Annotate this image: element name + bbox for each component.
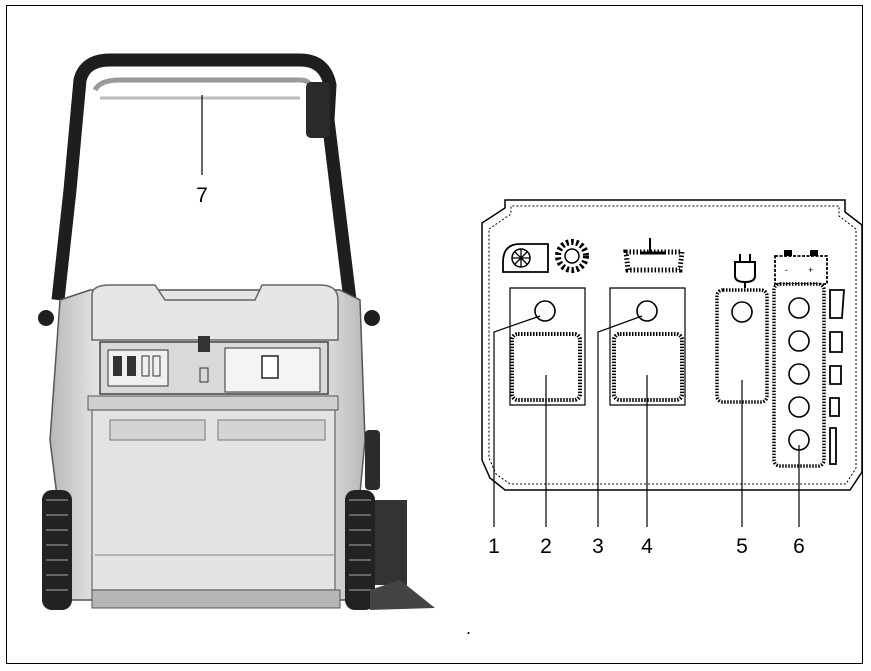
callout-3: 3	[592, 535, 604, 558]
sweeper-machine	[38, 53, 435, 610]
side-brush-button-group	[609, 287, 686, 406]
battery-led-1	[788, 297, 810, 319]
callout-2: 2	[540, 535, 552, 558]
svg-text:+: +	[808, 265, 813, 275]
callout-6: 6	[793, 535, 805, 558]
indicator-light-3	[636, 300, 658, 322]
side-skirt	[365, 430, 435, 610]
footnote-dot: .	[466, 618, 471, 638]
leader-lines	[201, 95, 800, 527]
power-indicator-light	[731, 301, 753, 323]
machine-body	[49, 284, 366, 609]
power-indicator-group	[715, 288, 769, 404]
callout-7: 7	[196, 184, 208, 207]
battery-led-3	[788, 363, 810, 385]
side-brush-switch-button[interactable]	[612, 332, 684, 402]
push-handle	[38, 53, 380, 326]
control-panel-diagram: - +	[201, 95, 863, 527]
svg-text:-: -	[785, 265, 788, 275]
battery-level-group	[772, 282, 845, 468]
wheel-right	[345, 490, 375, 610]
plug-icon	[734, 254, 756, 288]
wheel-left	[42, 490, 72, 610]
indicator-light-1	[534, 300, 556, 322]
callout-4: 4	[641, 535, 653, 558]
callout-5: 5	[736, 535, 748, 558]
side-brush-icon	[623, 238, 685, 273]
callout-1: 1	[488, 535, 500, 558]
fan-brush-icon	[502, 239, 589, 273]
battery-led-2	[788, 330, 810, 352]
battery-led-4	[788, 396, 810, 418]
